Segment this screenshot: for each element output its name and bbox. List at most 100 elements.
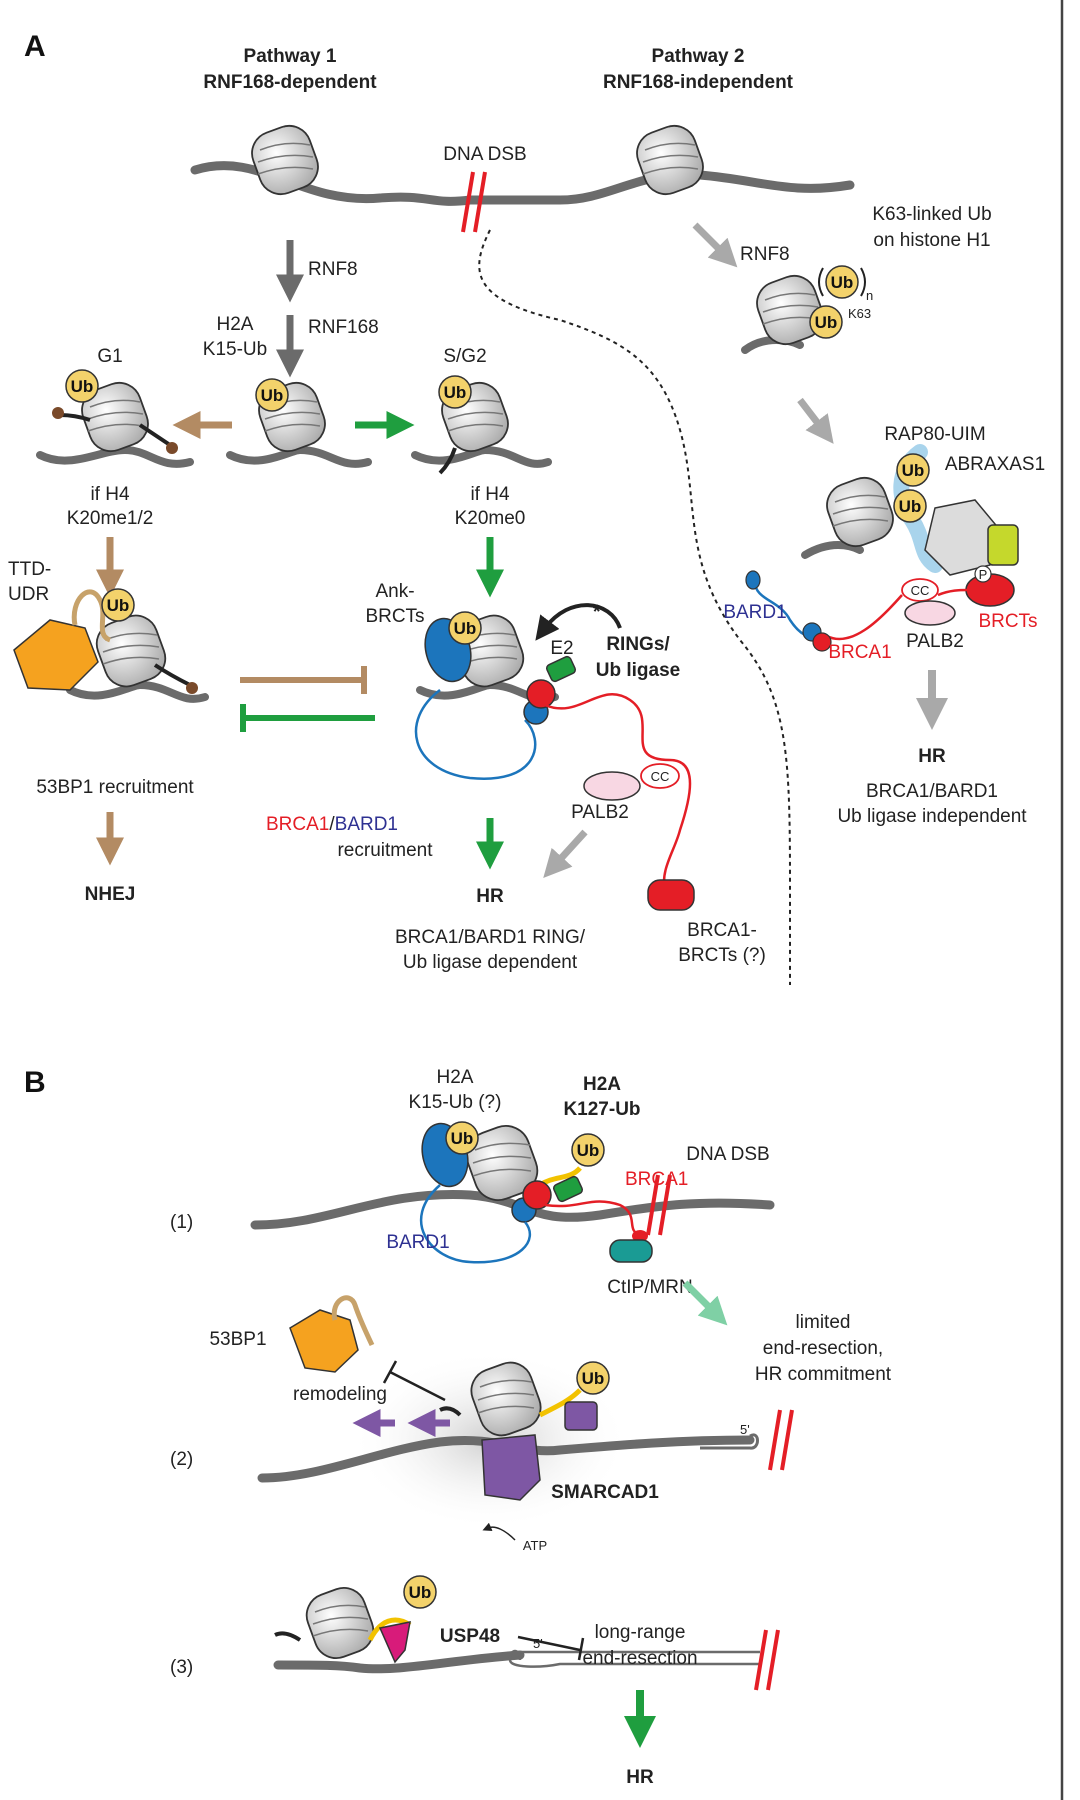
k15-ub-label: K15-Ub — [203, 339, 267, 360]
cc-domain-p2 — [901, 578, 939, 602]
ctip-mrn-shape — [609, 1239, 653, 1263]
ub-k63-top-text: Ub — [831, 273, 854, 292]
panel-b-label: B — [24, 1066, 46, 1099]
hr-label-right: HR — [918, 746, 946, 767]
palb2-hr-arrow — [543, 829, 588, 878]
b-dsb-label: DNA DSB — [686, 1144, 769, 1165]
b-k15-label: K15-Ub (?) — [409, 1092, 502, 1113]
ub-center — [255, 378, 289, 412]
b-ub-k127-text: Ub — [577, 1141, 600, 1160]
inhibit-tan — [240, 666, 367, 694]
cc-label: CC — [651, 769, 670, 784]
atp-arrow — [482, 1522, 516, 1541]
ub-center-text: Ub — [261, 386, 284, 405]
b-e2 — [552, 1175, 584, 1203]
dsb-break-step1 — [646, 1174, 672, 1236]
ub-rap80-bottom — [893, 489, 927, 523]
ub-k63-bottom — [809, 305, 843, 339]
nucleosome-top-left — [251, 124, 319, 196]
brca1-linker-p2 — [824, 588, 969, 641]
brca1-label-p2: BRCA1 — [828, 642, 891, 663]
palb2-shape — [583, 771, 641, 801]
brca1-red-label: BRCA1 — [266, 814, 329, 835]
recruitment-label: recruitment — [337, 840, 433, 861]
ub-rap80-top — [896, 453, 930, 487]
h2a-label: H2A — [217, 314, 254, 335]
abraxas1-label: ABRAXAS1 — [945, 454, 1045, 475]
e2-label: E2 — [550, 638, 573, 659]
bard1-label-p2: BARD1 — [723, 602, 786, 623]
usp48-inhibit — [517, 1635, 585, 1661]
pathway2-subtitle: RNF168-independent — [603, 72, 794, 93]
b-53bp1-label: 53BP1 — [209, 1329, 266, 1350]
brcts-label: BRCTs — [978, 611, 1037, 632]
smarcad1-cue — [564, 1401, 598, 1431]
ub-chain-parens — [818, 267, 866, 297]
pathway1-subtitle: RNF168-dependent — [203, 72, 377, 93]
ank-label-1: Ank- — [375, 581, 414, 602]
step1-label: (1) — [170, 1212, 193, 1233]
smarcad1-label: SMARCAD1 — [551, 1482, 659, 1503]
ctip-mrn-label: CtIP/MRN — [607, 1277, 693, 1298]
limited-2: end-resection, — [763, 1338, 883, 1359]
abraxas1-shape — [924, 499, 1001, 576]
inhibit-green — [240, 704, 375, 732]
step2-label: (2) — [170, 1449, 193, 1470]
bp53-tail — [71, 589, 112, 643]
remodeling-label: remodeling — [293, 1384, 387, 1405]
sg2-h4-line1: if H4 — [470, 484, 510, 505]
dsb-break-step2 — [768, 1409, 794, 1471]
palb2-label: PALB2 — [571, 802, 629, 823]
b-h2a-label: H2A — [437, 1067, 474, 1088]
ub-rap80-bottom-text: Ub — [899, 497, 922, 516]
nucleosome-g1 — [36, 381, 194, 468]
b2-ub-linker — [538, 1388, 582, 1418]
g1-h4-line2: K20me1/2 — [67, 508, 154, 529]
usp48-label: USP48 — [440, 1626, 500, 1647]
b-ub-k127 — [571, 1133, 605, 1167]
long-range-2: end-resection — [582, 1648, 697, 1669]
rnf8-label: RNF8 — [308, 259, 358, 280]
ttd-label-1: TTD- — [8, 559, 51, 580]
pathway1-title: Pathway 1 — [244, 46, 337, 67]
brca1-linker — [544, 693, 671, 762]
nucleosome-center — [226, 381, 372, 468]
pathway-divider — [478, 229, 791, 985]
step3-label: (3) — [170, 1657, 193, 1678]
b-bard1-label: BARD1 — [386, 1232, 449, 1253]
p-label: P — [979, 567, 988, 582]
b-brca1-tip — [632, 1230, 648, 1242]
ssdna-step3 — [508, 1649, 760, 1668]
b3-free-ub-text: Ub — [409, 1583, 432, 1602]
nucleosome-step2 — [439, 1361, 542, 1437]
bard1-tip-p2 — [745, 570, 761, 590]
smarcad1-shape — [481, 1434, 541, 1501]
ub-sg2 — [438, 375, 472, 409]
k63-small-label: K63 — [848, 306, 871, 321]
ub-brca1-complex — [448, 611, 482, 645]
ub-brca1-complex-text: Ub — [454, 619, 477, 638]
bard1-blue-label: BARD1 — [335, 814, 398, 835]
nucleosome-step1 — [465, 1125, 539, 1201]
e2-enzyme — [545, 655, 577, 683]
limited-3: HR commitment — [755, 1364, 892, 1385]
asterisk: * — [593, 602, 601, 623]
b2-ub-text: Ub — [582, 1369, 605, 1388]
b-brca1-ring — [522, 1180, 552, 1210]
b2-ub — [576, 1361, 610, 1395]
dna-strand-step3 — [273, 1650, 525, 1674]
p2-rap80-arrow — [797, 397, 834, 444]
brca1-ring-p2 — [812, 632, 832, 652]
five-prime-step3: 5' — [533, 1636, 543, 1651]
brca1-brcts-q-2: BRCTs (?) — [678, 945, 766, 966]
brca1-brcts-q-1: BRCA1- — [687, 920, 757, 941]
hr-dependent-2: Ub ligase dependent — [403, 952, 578, 973]
ank-label-2: BRCTs — [365, 606, 424, 627]
b-ub-k15-text: Ub — [451, 1129, 474, 1148]
usp48-shape — [378, 1621, 411, 1664]
ttd-label-2: UDR — [8, 584, 49, 605]
ub-k63-top — [825, 265, 859, 299]
limited-1: limited — [796, 1312, 851, 1333]
k63-label-1: K63-linked Ub — [872, 204, 991, 225]
